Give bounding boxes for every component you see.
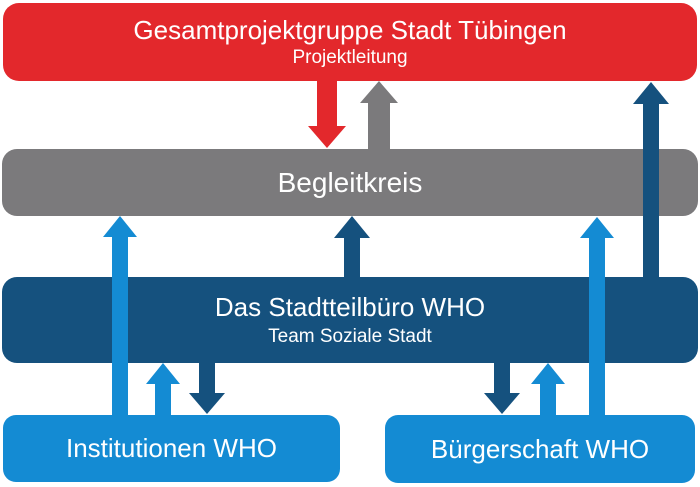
stadtteilbuero-subtitle: Team Soziale Stadt [268, 326, 432, 347]
node-begleitkreis: Begleitkreis [2, 149, 698, 216]
node-buergerschaft: Bürgerschaft WHO [385, 415, 695, 483]
node-gesamtprojektgruppe: Gesamtprojektgruppe Stadt Tübingen Proje… [3, 3, 697, 81]
begleitkreis-title: Begleitkreis [277, 166, 423, 198]
stadtteilbuero-title: Das Stadtteilbüro WHO [214, 292, 486, 322]
gesamtprojektgruppe-subtitle: Projektleitung [292, 47, 408, 68]
institutionen-title: Institutionen WHO [66, 433, 277, 463]
node-institutionen: Institutionen WHO [3, 415, 340, 482]
gesamtprojektgruppe-title: Gesamtprojektgruppe Stadt Tübingen [133, 15, 567, 45]
buergerschaft-title: Bürgerschaft WHO [430, 433, 650, 464]
